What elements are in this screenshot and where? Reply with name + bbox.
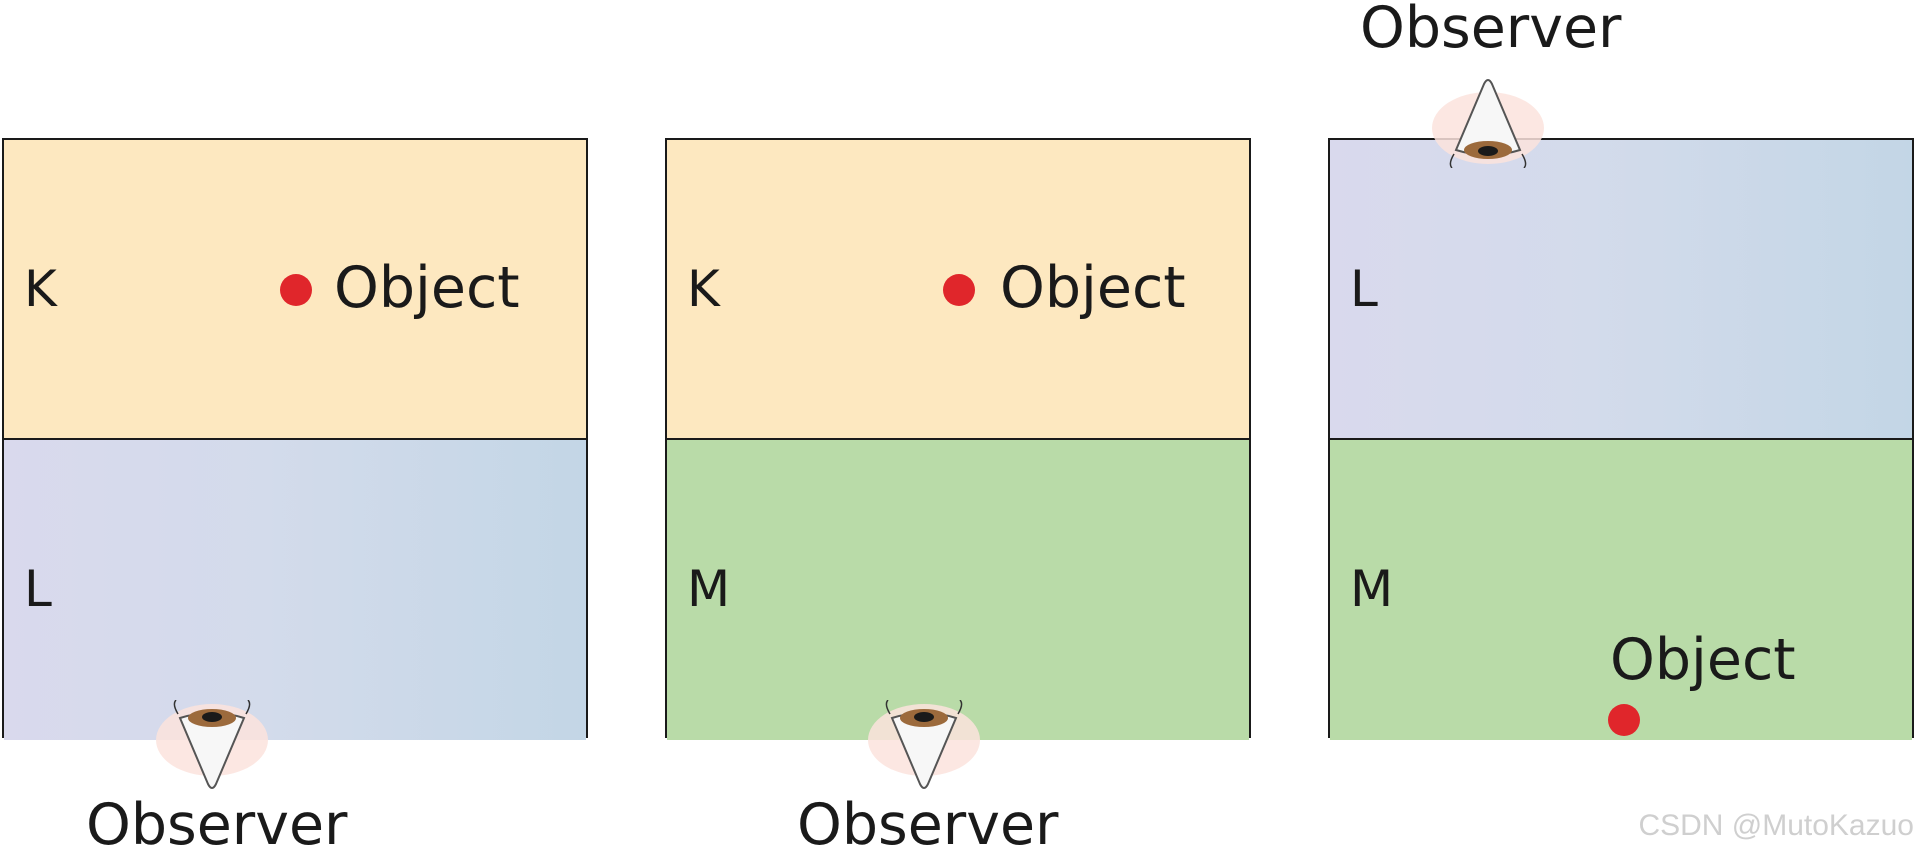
diagram-panel-3: L M Object [1328, 138, 1914, 740]
object-label: Object [1000, 255, 1186, 321]
eye-icon [1432, 79, 1544, 168]
eye-icon [156, 700, 268, 789]
observer-label: Observer [86, 792, 348, 858]
diagram-panel-2: K Object M [665, 138, 1251, 740]
observer-label: Observer [1360, 0, 1622, 61]
object-label: Object [1610, 627, 1796, 693]
object-dot [1608, 704, 1640, 736]
object-label: Object [334, 255, 520, 321]
eye-icon [868, 700, 980, 789]
medium-m-region: M [667, 440, 1249, 740]
medium-l-region: L [1330, 140, 1912, 440]
medium-m-region: M Object [1330, 440, 1912, 740]
object-dot [280, 274, 312, 306]
medium-l-region: L [4, 440, 586, 740]
medium-k-region: K Object [667, 140, 1249, 440]
medium-label-bottom: M [687, 560, 731, 618]
medium-label-top: L [1350, 260, 1378, 318]
watermark: CSDN @MutoKazuo [1638, 809, 1914, 842]
object-dot [943, 274, 975, 306]
medium-label-top: K [687, 260, 720, 318]
medium-k-region: K Object [4, 140, 586, 440]
medium-label-bottom: L [24, 560, 52, 618]
diagram-panel-1: K Object L [2, 138, 588, 740]
medium-label-top: K [24, 260, 57, 318]
medium-label-bottom: M [1350, 560, 1394, 618]
observer-label: Observer [797, 792, 1059, 858]
